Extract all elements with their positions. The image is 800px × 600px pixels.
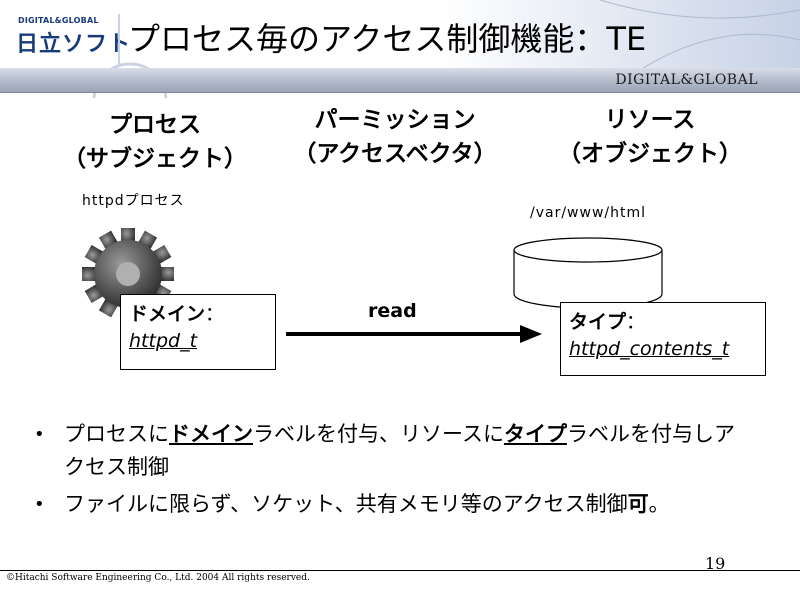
object-heading: リソース （オブジェクト） xyxy=(540,103,760,171)
brand-label: DIGITAL&GLOBAL xyxy=(615,72,758,88)
bullet-text-part: ファイルに限らず、ソケット、共有メモリ等のアクセス制御 xyxy=(64,492,628,516)
subject-heading-line1: プロセス xyxy=(109,112,201,138)
bullet-emphasis-type: タイプ xyxy=(503,422,567,446)
bullet-dot: • xyxy=(34,494,45,515)
domain-box: ドメイン： httpd_t xyxy=(120,294,276,370)
bullet-text-part: 。 xyxy=(648,492,670,516)
process-note: httpdプロセス xyxy=(82,193,185,209)
bullet-dot: • xyxy=(34,424,45,445)
bullet-text: ファイルに限らず、ソケット、共有メモリ等のアクセス制御可。 xyxy=(64,488,754,521)
title-bar xyxy=(0,68,800,93)
copyright-footer: ©Hitachi Software Engineering Co., Ltd. … xyxy=(6,573,310,583)
permission-heading-line2: （アクセスベクタ） xyxy=(293,141,497,167)
logo-divider xyxy=(118,14,120,64)
domain-value: httpd_t xyxy=(129,330,198,352)
permission-heading: パーミッション （アクセスベクタ） xyxy=(270,103,520,171)
bullet-text-part: ラベルを付与、リソースに xyxy=(253,422,504,446)
bullet-item: • プロセスにドメインラベルを付与、リソースにタイプラベルを付与しアクセス制御 xyxy=(34,418,764,488)
type-box: タイプ： httpd_contents_t xyxy=(560,302,766,376)
subject-heading-line2: （サブジェクト） xyxy=(63,146,247,172)
right-arrow-icon xyxy=(286,325,542,343)
permission-heading-line1: パーミッション xyxy=(314,107,476,133)
type-value: httpd_contents_t xyxy=(569,338,730,360)
type-label: タイプ xyxy=(569,311,627,333)
bullet-text-part: プロセスに xyxy=(64,422,169,446)
bullet-item: • ファイルに限らず、ソケット、共有メモリ等のアクセス制御可。 xyxy=(34,488,764,524)
object-heading-line1: リソース xyxy=(604,107,696,133)
gear-icon xyxy=(82,228,174,320)
database-cylinder-icon xyxy=(513,237,663,309)
slide-header: DIGITAL&GLOBAL 日立ソフト プロセス毎のアクセス制御機能：TE D… xyxy=(0,0,800,98)
slide-title: プロセス毎のアクセス制御機能：TE xyxy=(128,20,647,58)
bullet-text-part: ラベルを付与しアクセス制御 xyxy=(64,422,735,479)
subject-heading: プロセス （サブジェクト） xyxy=(55,108,255,176)
type-colon: ： xyxy=(626,311,646,333)
page-number: 19 xyxy=(705,554,726,573)
bullet-emphasis-domain: ドメイン xyxy=(169,422,253,446)
domain-colon: ： xyxy=(205,303,225,325)
header-decoration xyxy=(0,0,800,98)
object-path: /var/www/html xyxy=(530,205,647,221)
company-logo: 日立ソフト xyxy=(16,32,132,57)
logo-tagline: DIGITAL&GLOBAL xyxy=(18,16,99,25)
bullet-text: プロセスにドメインラベルを付与、リソースにタイプラベルを付与しアクセス制御 xyxy=(64,418,754,484)
bullet-emphasis-possible: 可 xyxy=(627,492,649,516)
footer-divider xyxy=(0,570,800,571)
object-heading-line2: （オブジェクト） xyxy=(558,141,742,167)
action-label: read xyxy=(368,300,417,322)
domain-label: ドメイン xyxy=(129,303,206,325)
